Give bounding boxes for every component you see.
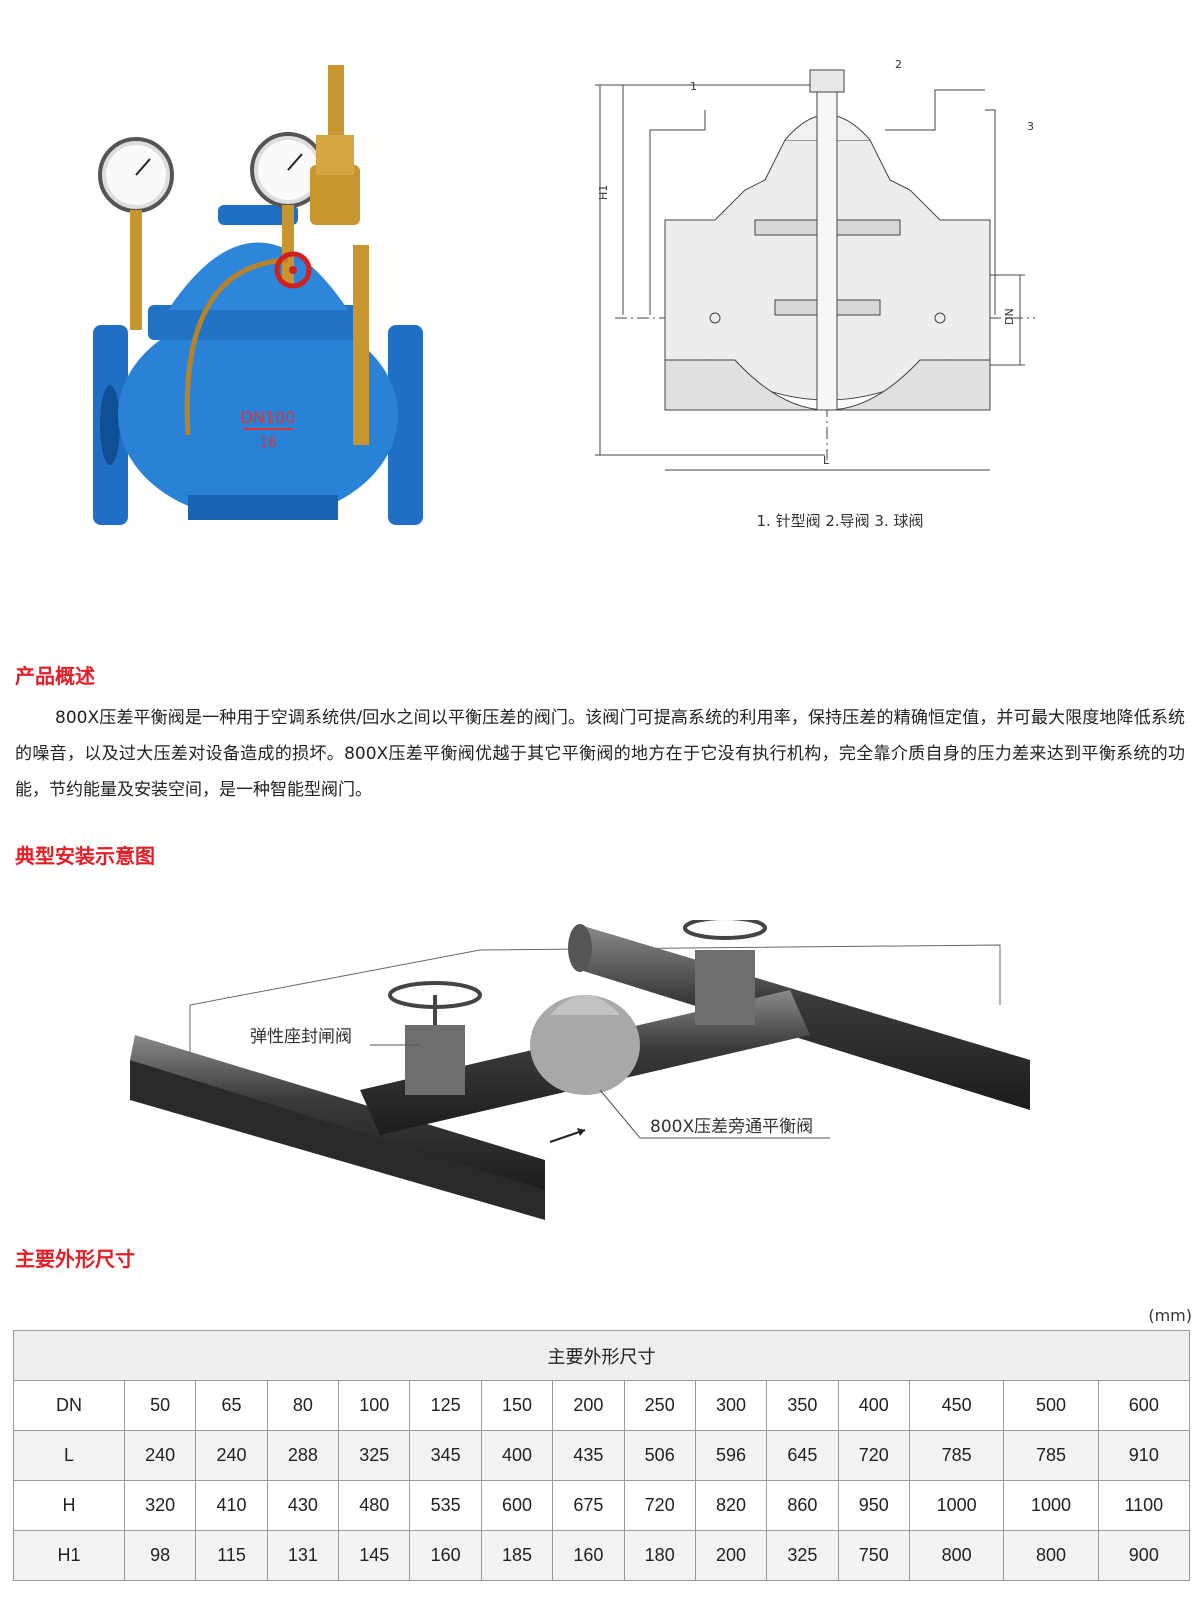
table-cell: 720 [837, 1430, 910, 1481]
row-label: H1 [13, 1530, 125, 1581]
unit-label: (mm) [1148, 1306, 1192, 1325]
table-cell: 785 [1003, 1430, 1099, 1481]
table-cell: 506 [623, 1430, 696, 1481]
drawing-label-3: 3 [1027, 120, 1034, 133]
table-cell: 400 [837, 1380, 910, 1431]
table-cell: 1100 [1097, 1480, 1191, 1531]
row-label: H [13, 1480, 125, 1531]
table-cell: 596 [694, 1430, 768, 1481]
drawing-label-L: L [823, 454, 830, 467]
table-cell: 150 [480, 1380, 554, 1431]
table-cell: 345 [409, 1430, 482, 1481]
table-cell: 675 [552, 1480, 625, 1531]
installation-diagram: 弹性座封闸阀 800X压差旁通平衡阀 [130, 920, 1030, 1220]
table-cell: 288 [266, 1430, 340, 1481]
drawing-label-2: 2 [895, 60, 902, 71]
table-cell: 240 [195, 1430, 268, 1481]
table-cell: 535 [409, 1480, 482, 1531]
table-cell: 600 [480, 1480, 554, 1531]
drawing-label-H1: H1 [597, 185, 610, 200]
install-label-gate-valve: 弹性座封闸阀 [250, 1027, 352, 1047]
table-cell: 325 [766, 1530, 839, 1581]
table-cell: 800 [1003, 1530, 1099, 1581]
table-cell: 480 [338, 1480, 411, 1531]
table-cell: 250 [623, 1380, 696, 1431]
table-cell: 185 [480, 1530, 554, 1581]
table-cell: 900 [1097, 1530, 1191, 1581]
table-cell: 430 [266, 1480, 340, 1531]
body-mark-pn: 16 [259, 435, 277, 451]
table-cell: 435 [552, 1430, 625, 1481]
table-cell: 115 [195, 1530, 268, 1581]
table-cell: 800 [908, 1530, 1005, 1581]
valve-product-photo: DN100 16 [93, 65, 423, 525]
drawing-label-1: 1 [690, 80, 697, 93]
table-header: 主要外形尺寸 [13, 1330, 1190, 1381]
table-cell: 410 [195, 1480, 268, 1531]
drawing-label-DN: DN [1003, 308, 1016, 325]
table-cell: 160 [552, 1530, 625, 1581]
table-cell: 1000 [908, 1480, 1005, 1531]
table-cell: 131 [266, 1530, 340, 1581]
table-cell: 65 [195, 1380, 268, 1431]
valve-section-drawing: 1 2 3 H1 H DN L [595, 60, 1035, 471]
table-cell: 1000 [1003, 1480, 1099, 1531]
table-cell: 200 [694, 1530, 768, 1581]
dims-title: 主要外形尺寸 [15, 1247, 135, 1271]
table-cell: 98 [123, 1530, 197, 1581]
table-cell: 145 [338, 1530, 411, 1581]
table-cell: 950 [837, 1480, 910, 1531]
table-cell: 910 [1097, 1430, 1191, 1481]
table-cell: 300 [694, 1380, 768, 1431]
table-cell: 320 [123, 1480, 197, 1531]
table-cell: 785 [908, 1430, 1005, 1481]
overview-text: 800X压差平衡阀是一种用于空调系统供/回水之间以平衡压差的阀门。该阀门可提高系… [15, 708, 1185, 800]
table-cell: 450 [908, 1380, 1005, 1431]
install-label-balance-valve: 800X压差旁通平衡阀 [650, 1117, 813, 1137]
table-cell: 400 [480, 1430, 554, 1481]
table-cell: 125 [409, 1380, 482, 1431]
body-mark: DN100 [241, 408, 296, 427]
row-label: DN [13, 1380, 125, 1431]
table-cell: 750 [837, 1530, 910, 1581]
table-cell: 500 [1003, 1380, 1099, 1431]
table-cell: 645 [766, 1430, 839, 1481]
table-cell: 820 [694, 1480, 768, 1531]
table-cell: 180 [623, 1530, 696, 1581]
row-label: L [13, 1430, 125, 1481]
drawing-caption: 1. 针型阀 2.导阀 3. 球阀 [756, 512, 924, 530]
table-cell: 50 [123, 1380, 197, 1431]
table-cell: 240 [123, 1430, 197, 1481]
table-cell: 160 [409, 1530, 482, 1581]
table-cell: 860 [766, 1480, 839, 1531]
table-cell: 80 [266, 1380, 340, 1431]
table-cell: 100 [338, 1380, 411, 1431]
table-cell: 325 [338, 1430, 411, 1481]
table-cell: 200 [552, 1380, 625, 1431]
overview-title: 产品概述 [15, 664, 95, 688]
table-cell: 720 [623, 1480, 696, 1531]
table-cell: 350 [766, 1380, 839, 1431]
table-cell: 600 [1097, 1380, 1191, 1431]
install-title: 典型安装示意图 [15, 844, 155, 868]
